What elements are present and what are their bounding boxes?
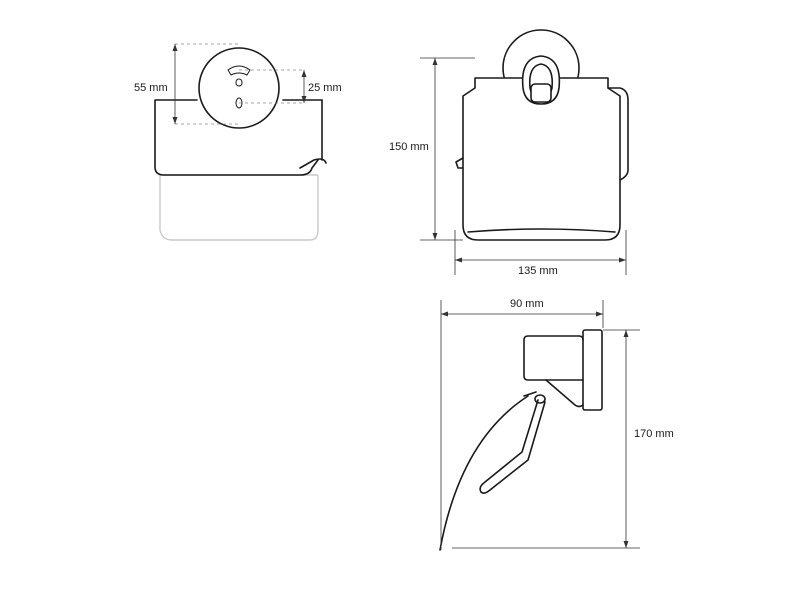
dim-55-arrow-top [172, 44, 178, 51]
front-right-arm [607, 87, 629, 181]
dim-90-arrow-right [596, 311, 603, 317]
mounting-plate [198, 47, 280, 129]
dim-label-25: 25 mm [308, 82, 342, 94]
side-cover-curve-inner [523, 391, 537, 397]
side-mount-block [523, 335, 584, 408]
front-left-tab [455, 157, 464, 169]
side-arm [479, 399, 546, 494]
dim-label-90: 90 mm [510, 298, 544, 310]
dim-55-arrow-bottom [172, 117, 178, 124]
dim-label-170: 170 mm [634, 428, 674, 440]
dim-150-arrow-top [432, 58, 438, 65]
side-arm-joint [534, 394, 546, 404]
dim-135-arrow-left [455, 257, 462, 263]
front-view: 150 mm 135 mm [389, 29, 629, 277]
screw-hole-top [235, 78, 243, 87]
side-cover-curve [439, 395, 529, 551]
holder-arm-frame [154, 99, 319, 176]
dim-170-arrow-bottom [623, 541, 629, 548]
front-hook-base [530, 83, 552, 103]
dim-label-135: 135 mm [518, 265, 558, 277]
dim-170-arrow-top [623, 330, 629, 337]
dim-90-arrow-left [441, 311, 448, 317]
dim-label-150: 150 mm [389, 141, 429, 153]
keyhole-slot [227, 65, 251, 76]
top-view: 55 mm 25 mm [134, 43, 342, 241]
side-wall-plate [582, 329, 603, 411]
dim-label-55: 55 mm [134, 82, 168, 94]
front-bottom-lip [467, 228, 616, 233]
front-cover-body [462, 77, 621, 241]
dim-150-arrow-bottom [432, 233, 438, 240]
dim-25-arrow-top [301, 70, 307, 77]
holder-arm-tip [299, 158, 327, 169]
side-view: 90 mm 170 mm [439, 298, 674, 551]
dim-25-arrow-bottom [301, 96, 307, 103]
dim-135-arrow-right [619, 257, 626, 263]
roll-ghost-outline [159, 175, 319, 241]
